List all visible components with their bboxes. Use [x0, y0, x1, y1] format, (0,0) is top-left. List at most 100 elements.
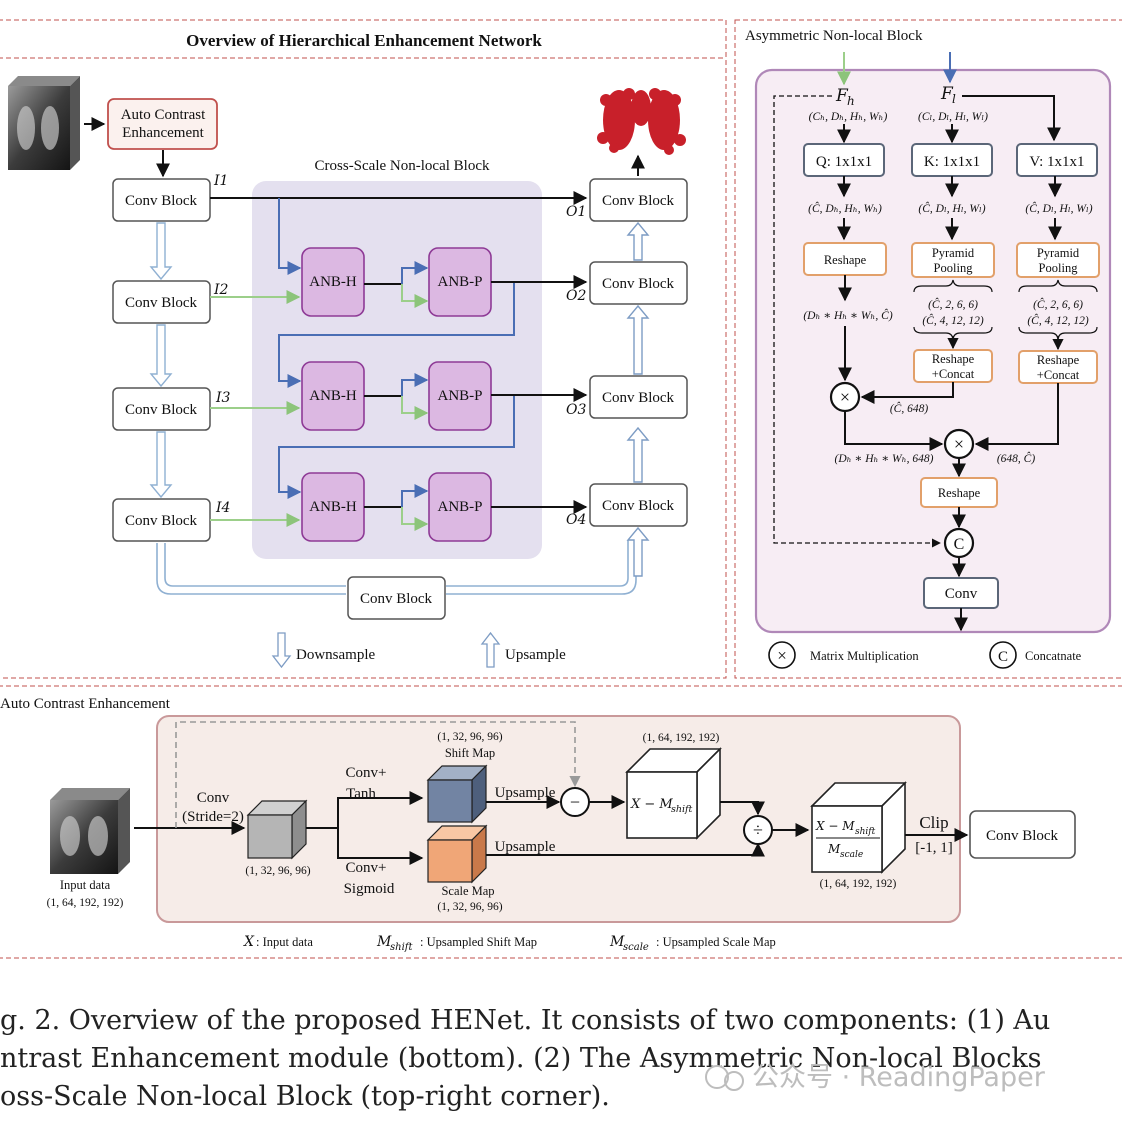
svg-text:I2: I2: [213, 282, 229, 298]
skip-double-path: [156, 540, 637, 595]
conv-block-label: Conv Block: [125, 295, 198, 311]
pool-sizes: (Ĉ, 2, 6, 6) (Ĉ, 4, 12, 12) (Ĉ, 2, 6, 6)…: [922, 297, 1089, 327]
out-dims: (1, 64, 192, 192): [820, 878, 897, 890]
svg-text:Conv Block: Conv Block: [986, 828, 1059, 844]
input-labels: I1 I2 I3 I4: [213, 173, 231, 516]
feat-dims: (1, 32, 96, 96): [245, 865, 310, 877]
overview-legend: Downsample Upsample: [271, 631, 566, 669]
svg-text:: Upsampled Scale Map: : Upsampled Scale Map: [656, 935, 776, 949]
svg-text:Enhancement: Enhancement: [122, 125, 204, 141]
panel-frames: [0, 19, 1122, 959]
x-minus-mshift: X − M: [630, 797, 673, 812]
svg-text:ANB-P: ANB-P: [437, 274, 482, 290]
svg-text:I3: I3: [215, 390, 231, 406]
minus-node: −: [560, 787, 590, 817]
output-labels: O1 O2 O3 O4: [566, 204, 586, 528]
svg-text:Conv Block: Conv Block: [602, 276, 675, 292]
cross-scale-title: Cross-Scale Non-local Block: [315, 158, 490, 174]
svg-text:Reshape: Reshape: [938, 486, 981, 500]
auto-contrast-block: Auto Contrast Enhancement: [107, 98, 218, 150]
svg-text:Downsample: Downsample: [296, 647, 375, 663]
svg-text:×: ×: [840, 387, 850, 407]
tanh-label: Conv+: [346, 765, 387, 781]
watermark: 公众号 · ReadingPaper: [705, 1062, 1046, 1093]
svg-text:O3: O3: [566, 402, 586, 418]
svg-text:Conv Block: Conv Block: [602, 390, 675, 406]
encoder-conv-blocks: Conv Block Conv Block Conv Block Conv Bl…: [112, 178, 211, 542]
input-skip-path: [175, 721, 581, 828]
svg-text:(Ĉ, Dₗ, Hₗ, Wₗ): (Ĉ, Dₗ, Hₗ, Wₗ): [1025, 201, 1092, 215]
upsample-shift-label: Upsample: [495, 785, 556, 801]
conv-block-label: Conv Block: [125, 513, 198, 529]
svg-text:+Concat: +Concat: [1037, 368, 1080, 382]
svg-text:Concatnate: Concatnate: [1025, 649, 1082, 663]
shift-map-label: Shift Map: [445, 746, 495, 760]
svg-text:Sigmoid: Sigmoid: [344, 881, 395, 897]
svg-text:(Ĉ, 4, 12, 12): (Ĉ, 4, 12, 12): [922, 313, 984, 327]
reshape-concat-blocks: Reshape +Concat Reshape +Concat: [913, 349, 1098, 384]
svg-text:ANB-H: ANB-H: [309, 388, 357, 404]
residual-path: [773, 95, 941, 548]
anb-title: Asymmetric Non-local Block: [745, 28, 923, 44]
svg-text:: Input data: : Input data: [256, 935, 313, 949]
anb-h-block: [301, 247, 365, 317]
clip-label: Clip: [919, 813, 948, 832]
decoder-conv-blocks: Conv Block Conv Block Conv Block Conv Bl…: [589, 178, 688, 527]
svg-text:(Cₗ, Dₗ, Hₗ, Wₗ): (Cₗ, Dₗ, Hₗ, Wₗ): [918, 111, 988, 123]
shift-map-cube: [426, 764, 488, 824]
anb-legend: × Matrix Multiplication C Concatnate: [768, 641, 1082, 669]
figure-caption: g. 2. Overview of the proposed HENet. It…: [0, 1005, 1050, 1112]
high-level-feeds: [278, 198, 515, 499]
svg-text:X: X: [243, 934, 255, 950]
qkv-blocks: Q: 1x1x1 K: 1x1x1 V: 1x1x1: [803, 143, 1098, 177]
dims-648c: (648, Ĉ): [997, 451, 1036, 465]
svg-text:I4: I4: [215, 500, 230, 516]
upsample-arrows: [626, 221, 650, 577]
svg-text:Matrix Multiplication: Matrix Multiplication: [810, 649, 919, 663]
svg-text:(Ĉ, 2, 6, 6): (Ĉ, 2, 6, 6): [928, 297, 978, 311]
svg-text:(Cₕ, Dₕ, Hₕ, Wₕ): (Cₕ, Dₕ, Hₕ, Wₕ): [809, 111, 888, 123]
v-conv: V: 1x1x1: [1029, 154, 1084, 170]
svg-text:ANB-H: ANB-H: [309, 499, 357, 515]
svg-text:l: l: [952, 92, 956, 106]
ct-input-image: [8, 76, 80, 170]
svg-text:scale: scale: [623, 942, 649, 953]
shifted-cube: [625, 747, 722, 840]
anb-inputs: F h F l (Cₕ, Dₕ, Hₕ, Wₕ) (Cₗ, Dₗ, Hₗ, Wₗ…: [809, 84, 988, 123]
caption-line-1: g. 2. Overview of the proposed HENet. It…: [0, 1005, 1050, 1036]
q-conv: Q: 1x1x1: [816, 154, 872, 170]
svg-text:Upsample: Upsample: [505, 647, 566, 663]
ace-legend: X : Input data M shift : Upsampled Shift…: [243, 934, 776, 953]
ace-title: Auto Contrast Enhancement: [0, 696, 171, 712]
svg-text:O2: O2: [566, 288, 586, 304]
svg-text:Tanh: Tanh: [346, 786, 376, 802]
cross-scale-panel: [252, 181, 542, 559]
svg-text:×: ×: [777, 646, 787, 665]
caption-line-3: oss-Scale Non-local Block (top-right cor…: [0, 1081, 610, 1112]
svg-text:I1: I1: [213, 173, 228, 189]
dims-c648: (Ĉ, 648): [890, 401, 929, 415]
svg-text:×: ×: [954, 434, 964, 454]
ace-panel: [156, 715, 961, 923]
normalized-cube: [810, 781, 907, 874]
svg-text:O4: O4: [566, 512, 586, 528]
svg-text:Pooling: Pooling: [934, 261, 974, 275]
downsample-arrows: [149, 222, 173, 499]
divide-node: ÷: [743, 815, 773, 845]
svg-text:−: −: [570, 792, 580, 812]
svg-text:M: M: [376, 934, 392, 950]
svg-text:scale: scale: [840, 850, 863, 860]
svg-text:ANB-H: ANB-H: [309, 274, 357, 290]
ace-input-image: [50, 788, 130, 874]
svg-text:C: C: [998, 649, 1008, 665]
svg-text:shift: shift: [671, 804, 693, 815]
svg-text:(Stride=2): (Stride=2): [182, 809, 244, 825]
conv-stride-label: Conv: [197, 790, 230, 806]
shift-dims: (1, 32, 96, 96): [437, 731, 502, 743]
upsample-scale-label: Upsample: [495, 839, 556, 855]
matmul-1: ×: [829, 381, 861, 413]
ace-conv-block: [969, 810, 1076, 859]
matmul-legend-icon: [768, 641, 796, 669]
anb-rows: ANB-H ANB-P ANB-H ANB-P ANB-H ANB-P: [301, 247, 588, 542]
